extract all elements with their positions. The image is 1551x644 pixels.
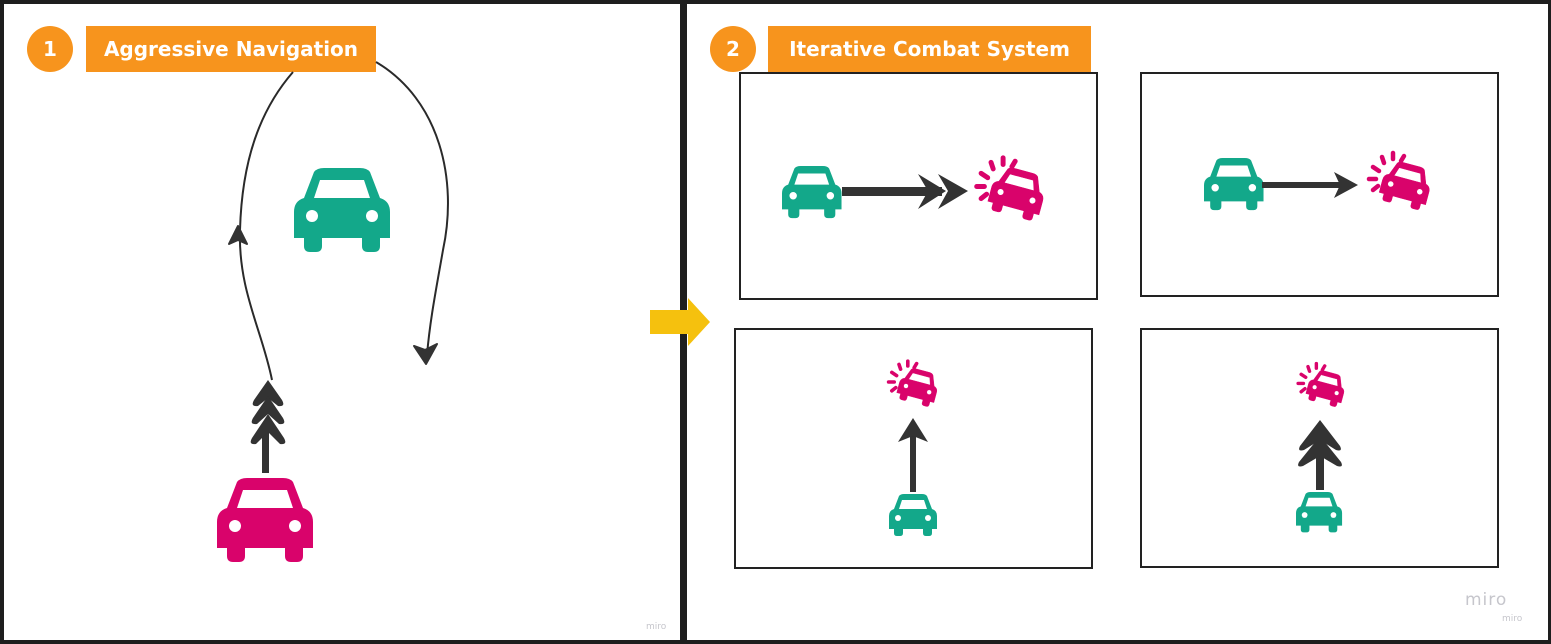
miro-watermark-right: miro <box>1465 590 1508 610</box>
scenario-frame-2 <box>1140 72 1499 297</box>
miro-watermark-right-small: miro <box>1502 614 1523 624</box>
scenario-1-double-arrow-icon <box>842 174 968 209</box>
player-car-icon <box>294 168 390 252</box>
scenario-4-player-car-icon <box>1296 492 1343 533</box>
section-1-title: Aggressive Navigation <box>86 26 376 72</box>
scenario-4-crash-car-icon <box>1298 364 1348 408</box>
scenario-1-crash-car-icon <box>977 158 1049 222</box>
scenario-3-player-car-icon <box>889 494 937 536</box>
transition-arrow-icon <box>650 298 710 346</box>
section-1-badge: 1 <box>27 26 73 72</box>
scenario-2-arrow-icon <box>1262 172 1358 198</box>
scenario-frame-1 <box>739 72 1098 300</box>
scenario-3-crash-car-icon <box>889 361 941 408</box>
scenario-frame-4 <box>1140 328 1499 568</box>
navigation-path <box>238 71 294 381</box>
scenario-3-arrow-icon <box>898 418 928 492</box>
scenario-2-player-car-icon <box>1204 158 1264 211</box>
panel-iterative-combat <box>684 0 1551 644</box>
section-2-title: Iterative Combat System <box>768 26 1091 72</box>
scenario-frame-3 <box>734 328 1093 569</box>
panel-aggressive-navigation <box>0 0 684 644</box>
scenario-4-double-arrow-icon <box>1298 420 1342 490</box>
path-arrowhead-up <box>228 225 248 245</box>
miro-watermark-left: miro <box>646 622 667 632</box>
section-2-badge: 2 <box>710 26 756 72</box>
navigation-path-return <box>375 61 449 356</box>
triple-chevron-arrow-icon <box>250 380 286 473</box>
scenario-1-player-car-icon <box>782 166 842 219</box>
path-arrowhead-down <box>413 343 438 365</box>
enemy-car-icon <box>217 478 313 562</box>
scenario-2-crash-car-icon <box>1369 153 1435 211</box>
